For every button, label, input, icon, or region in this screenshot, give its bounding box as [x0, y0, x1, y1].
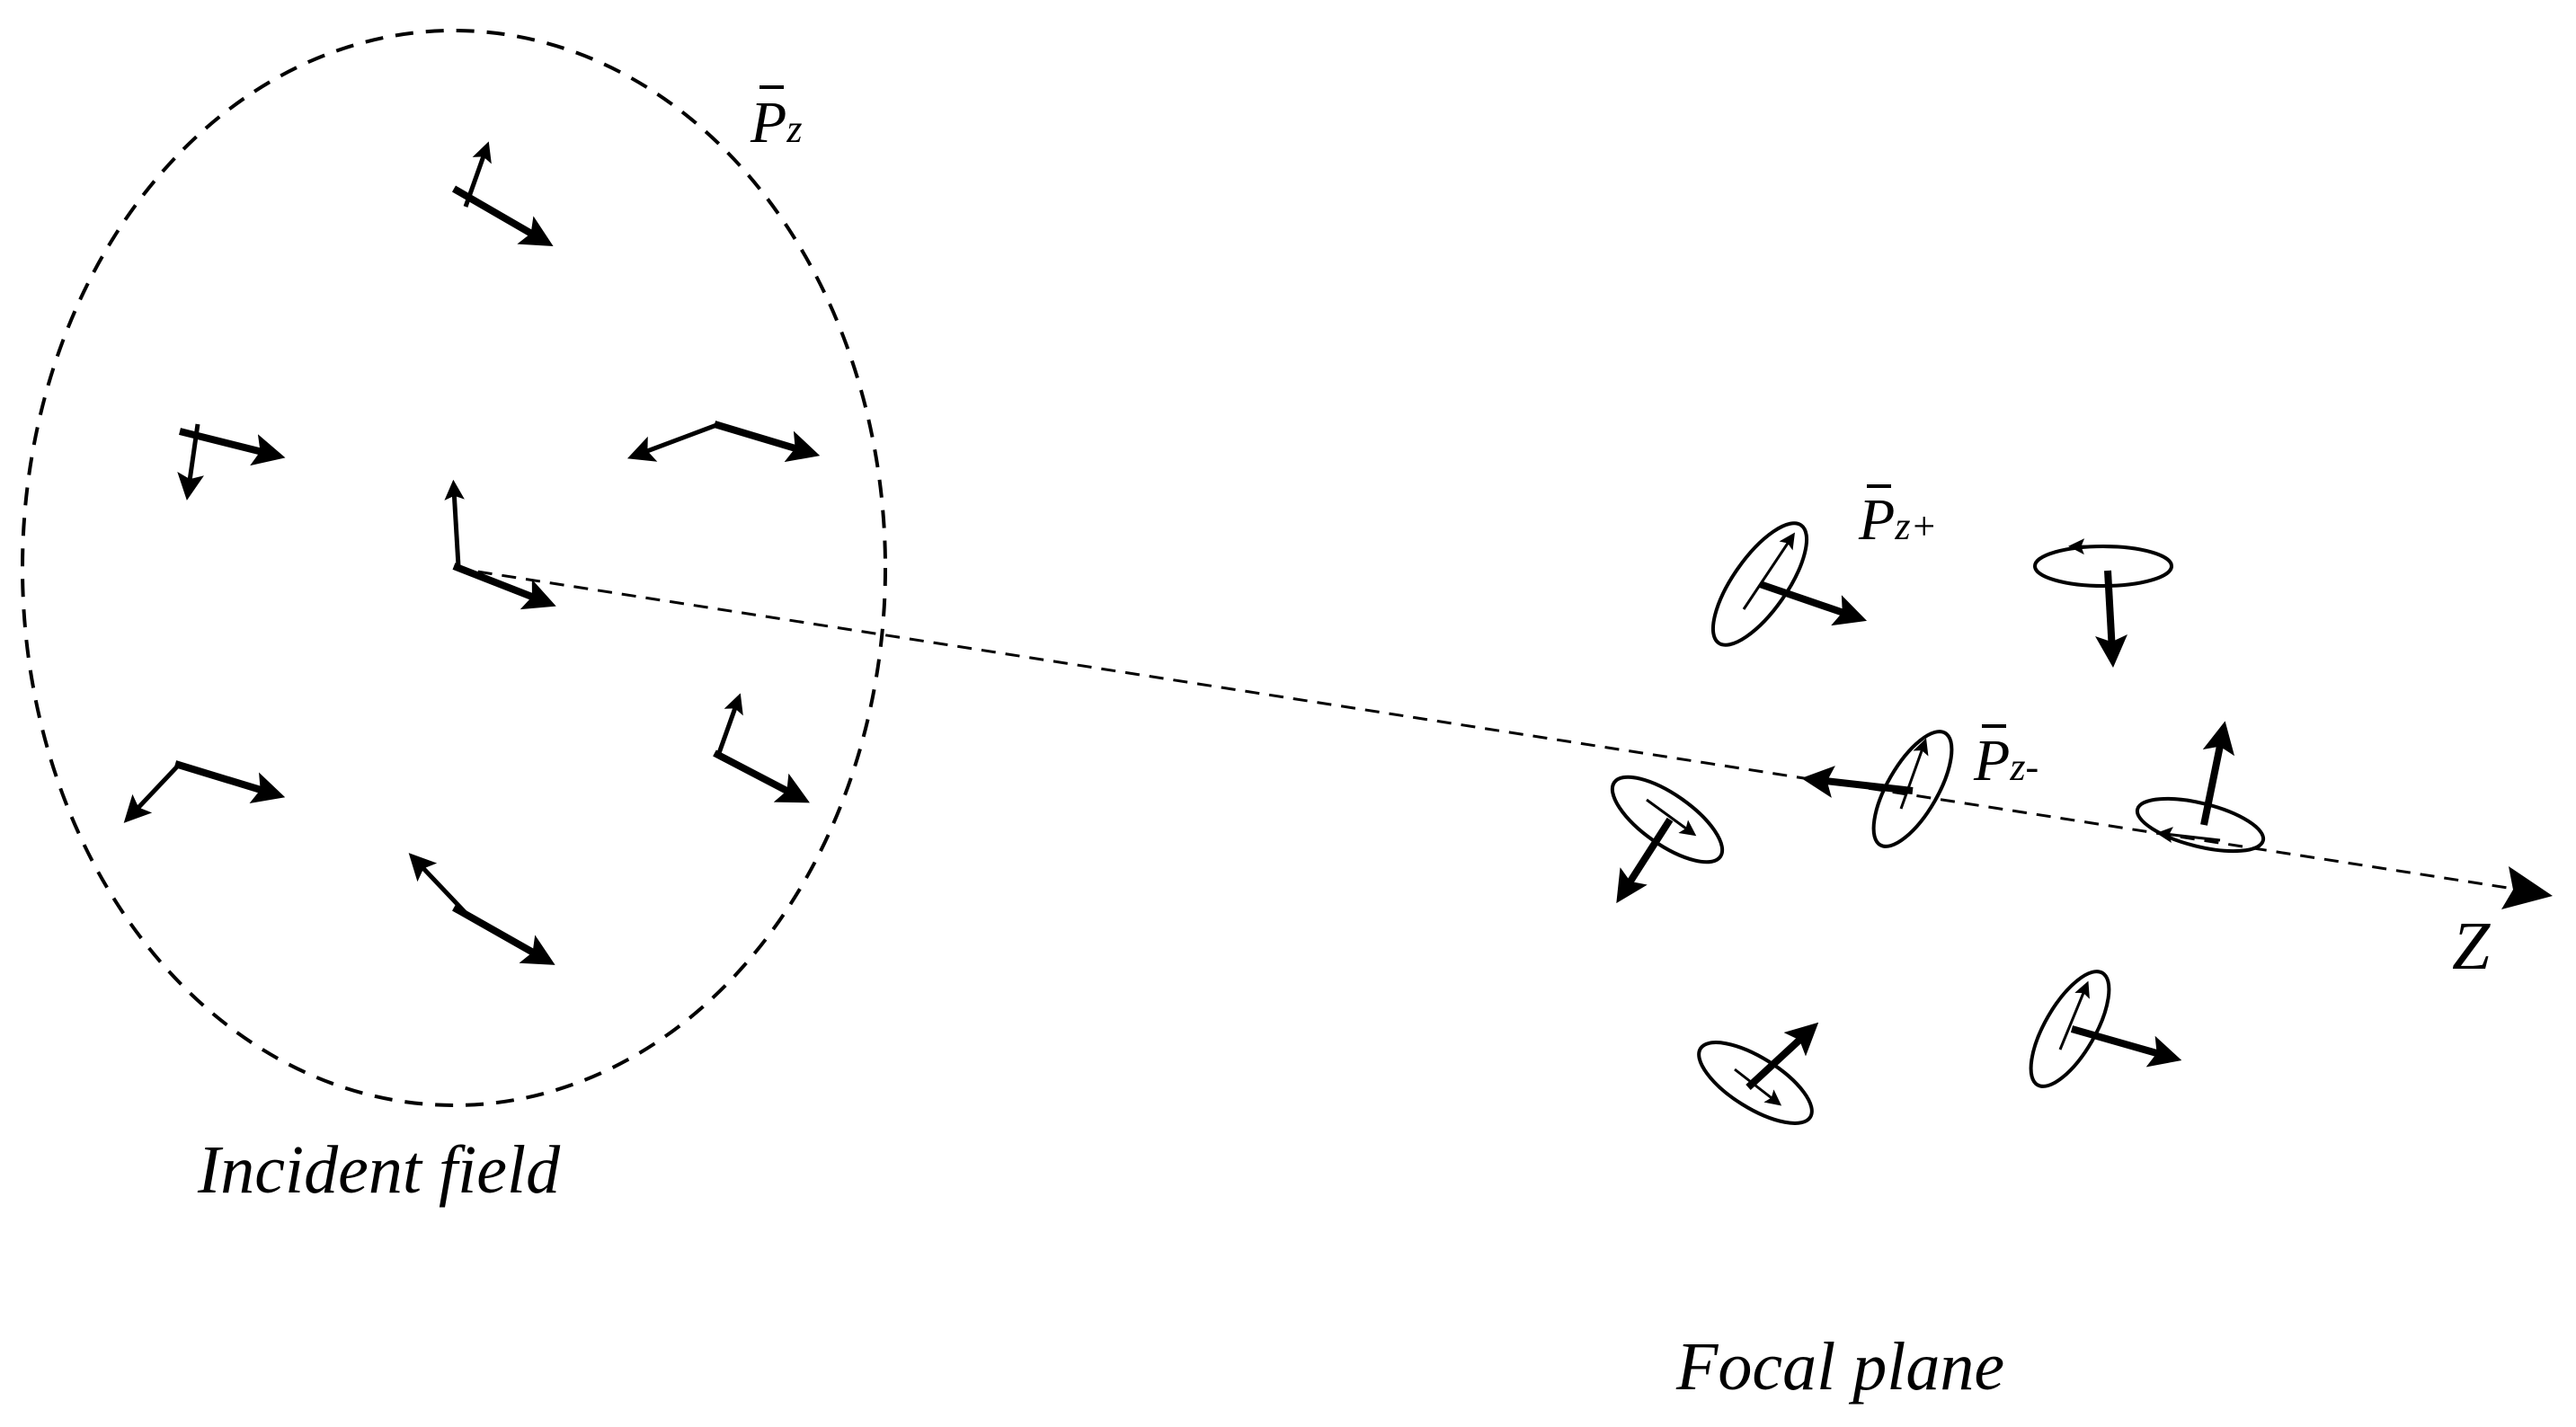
incident-vector-pair-7: [408, 853, 555, 965]
incident-vector-pair-5: [123, 760, 286, 823]
incident-vector-pair-2: [177, 423, 286, 501]
z-axis-line: [453, 566, 2509, 890]
incident-field-boundary: [21, 29, 887, 1107]
focal-state-pz-minus: [1801, 730, 1954, 848]
focal-plane-caption: Focal plane: [1675, 1329, 2004, 1405]
incident-vector-pair-4: [444, 479, 556, 610]
focal-state-on-axis: [2135, 721, 2266, 854]
z-axis-arrowhead: [2501, 866, 2553, 909]
focal-state-top-right: [2033, 538, 2173, 668]
svg-text:Pz-: Pz-: [1973, 728, 2039, 793]
focal-state-pz-plus: [1710, 521, 1868, 647]
svg-text:Pz+: Pz+: [1858, 487, 1937, 553]
z-axis-label: Z: [2452, 908, 2491, 984]
label-pz-plus: Pz+: [1858, 484, 1937, 553]
incident-vector-pair-1: [451, 141, 554, 247]
svg-text:Pz: Pz: [750, 90, 802, 155]
focal-state-left: [1610, 775, 1725, 904]
incident-vector-pair-6: [713, 693, 810, 803]
label-pz-minus: Pz-: [1973, 724, 2039, 793]
label-pz: Pz: [750, 85, 802, 155]
incident-vector-pair-3: [626, 421, 821, 463]
focal-state-bottom-right: [2029, 970, 2182, 1088]
incident-field-caption: Incident field: [197, 1132, 561, 1208]
focal-state-bottom-left: [1697, 1022, 1819, 1125]
